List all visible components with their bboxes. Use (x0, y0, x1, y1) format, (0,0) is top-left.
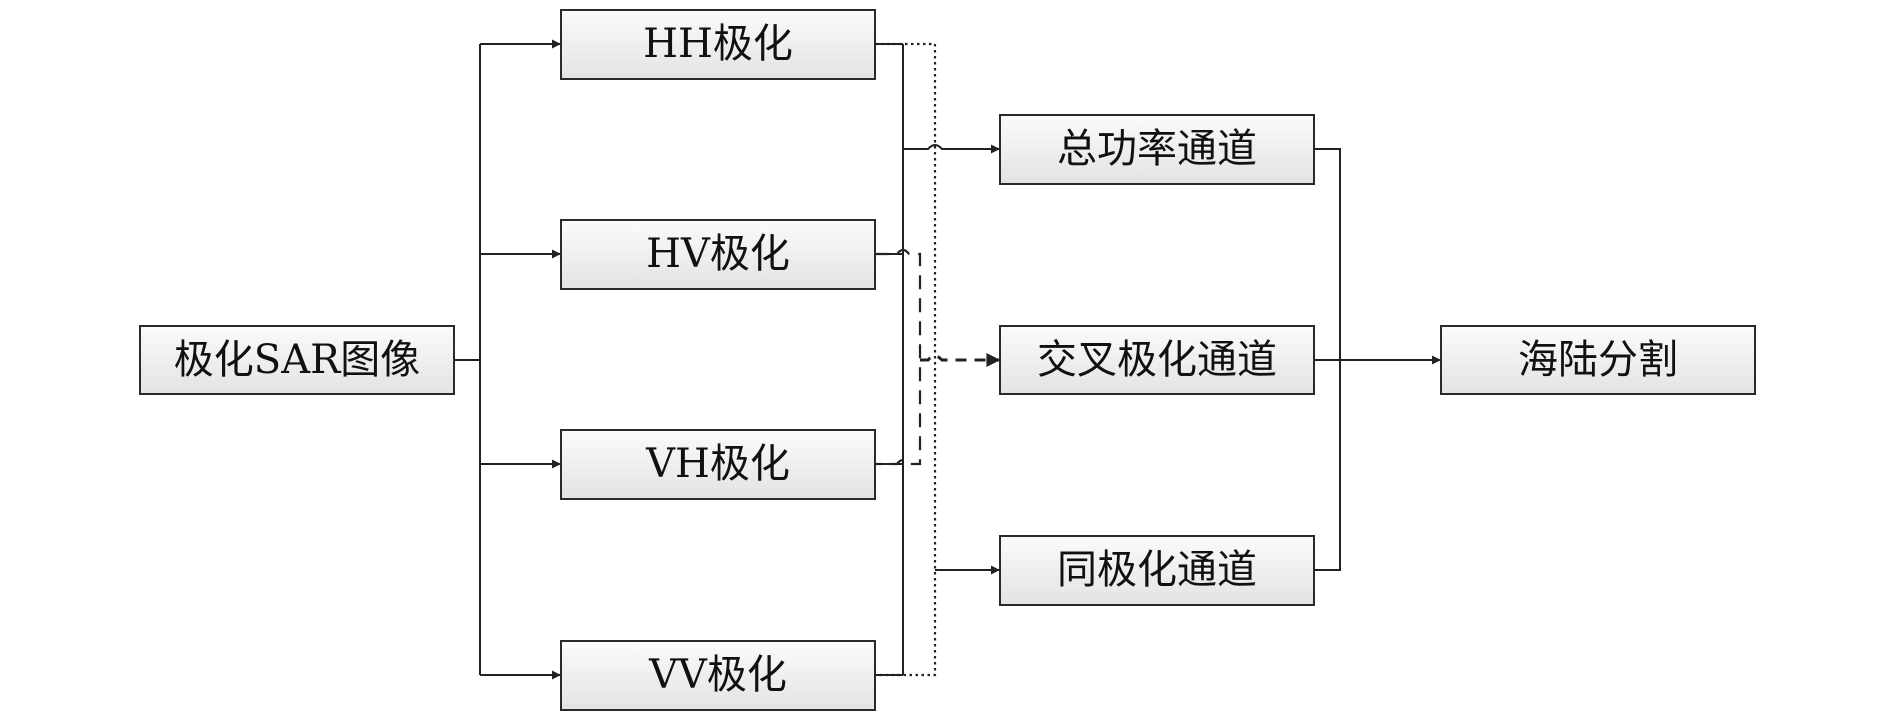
node-input: 极化SAR图像 (139, 325, 455, 395)
input-fanout-connector (454, 39, 561, 680)
node-vh-label: VH极化 (645, 441, 790, 487)
node-hv-label: HV极化 (646, 231, 790, 277)
node-vh: VH极化 (560, 429, 876, 500)
co-pol-connector (875, 42, 1000, 677)
node-hv: HV极化 (560, 219, 876, 290)
node-cross-pol: 交叉极化通道 (999, 325, 1315, 395)
node-total-power-label: 总功率通道 (1057, 126, 1257, 172)
cross-pol-connector (875, 248, 1001, 466)
output-merge-connector (1314, 148, 1441, 571)
node-cross-pol-label: 交叉极化通道 (1037, 337, 1277, 383)
node-input-label: 极化SAR图像 (174, 337, 420, 383)
node-vv-label: VV极化 (648, 652, 787, 698)
node-output: 海陆分割 (1440, 325, 1756, 395)
node-total-power: 总功率通道 (999, 114, 1315, 185)
node-co-pol: 同极化通道 (999, 535, 1315, 606)
node-co-pol-label: 同极化通道 (1057, 547, 1257, 593)
node-hh: HH极化 (560, 9, 876, 80)
node-output-label: 海陆分割 (1518, 337, 1678, 383)
node-hh-label: HH极化 (643, 21, 793, 67)
node-vv: VV极化 (560, 640, 876, 711)
